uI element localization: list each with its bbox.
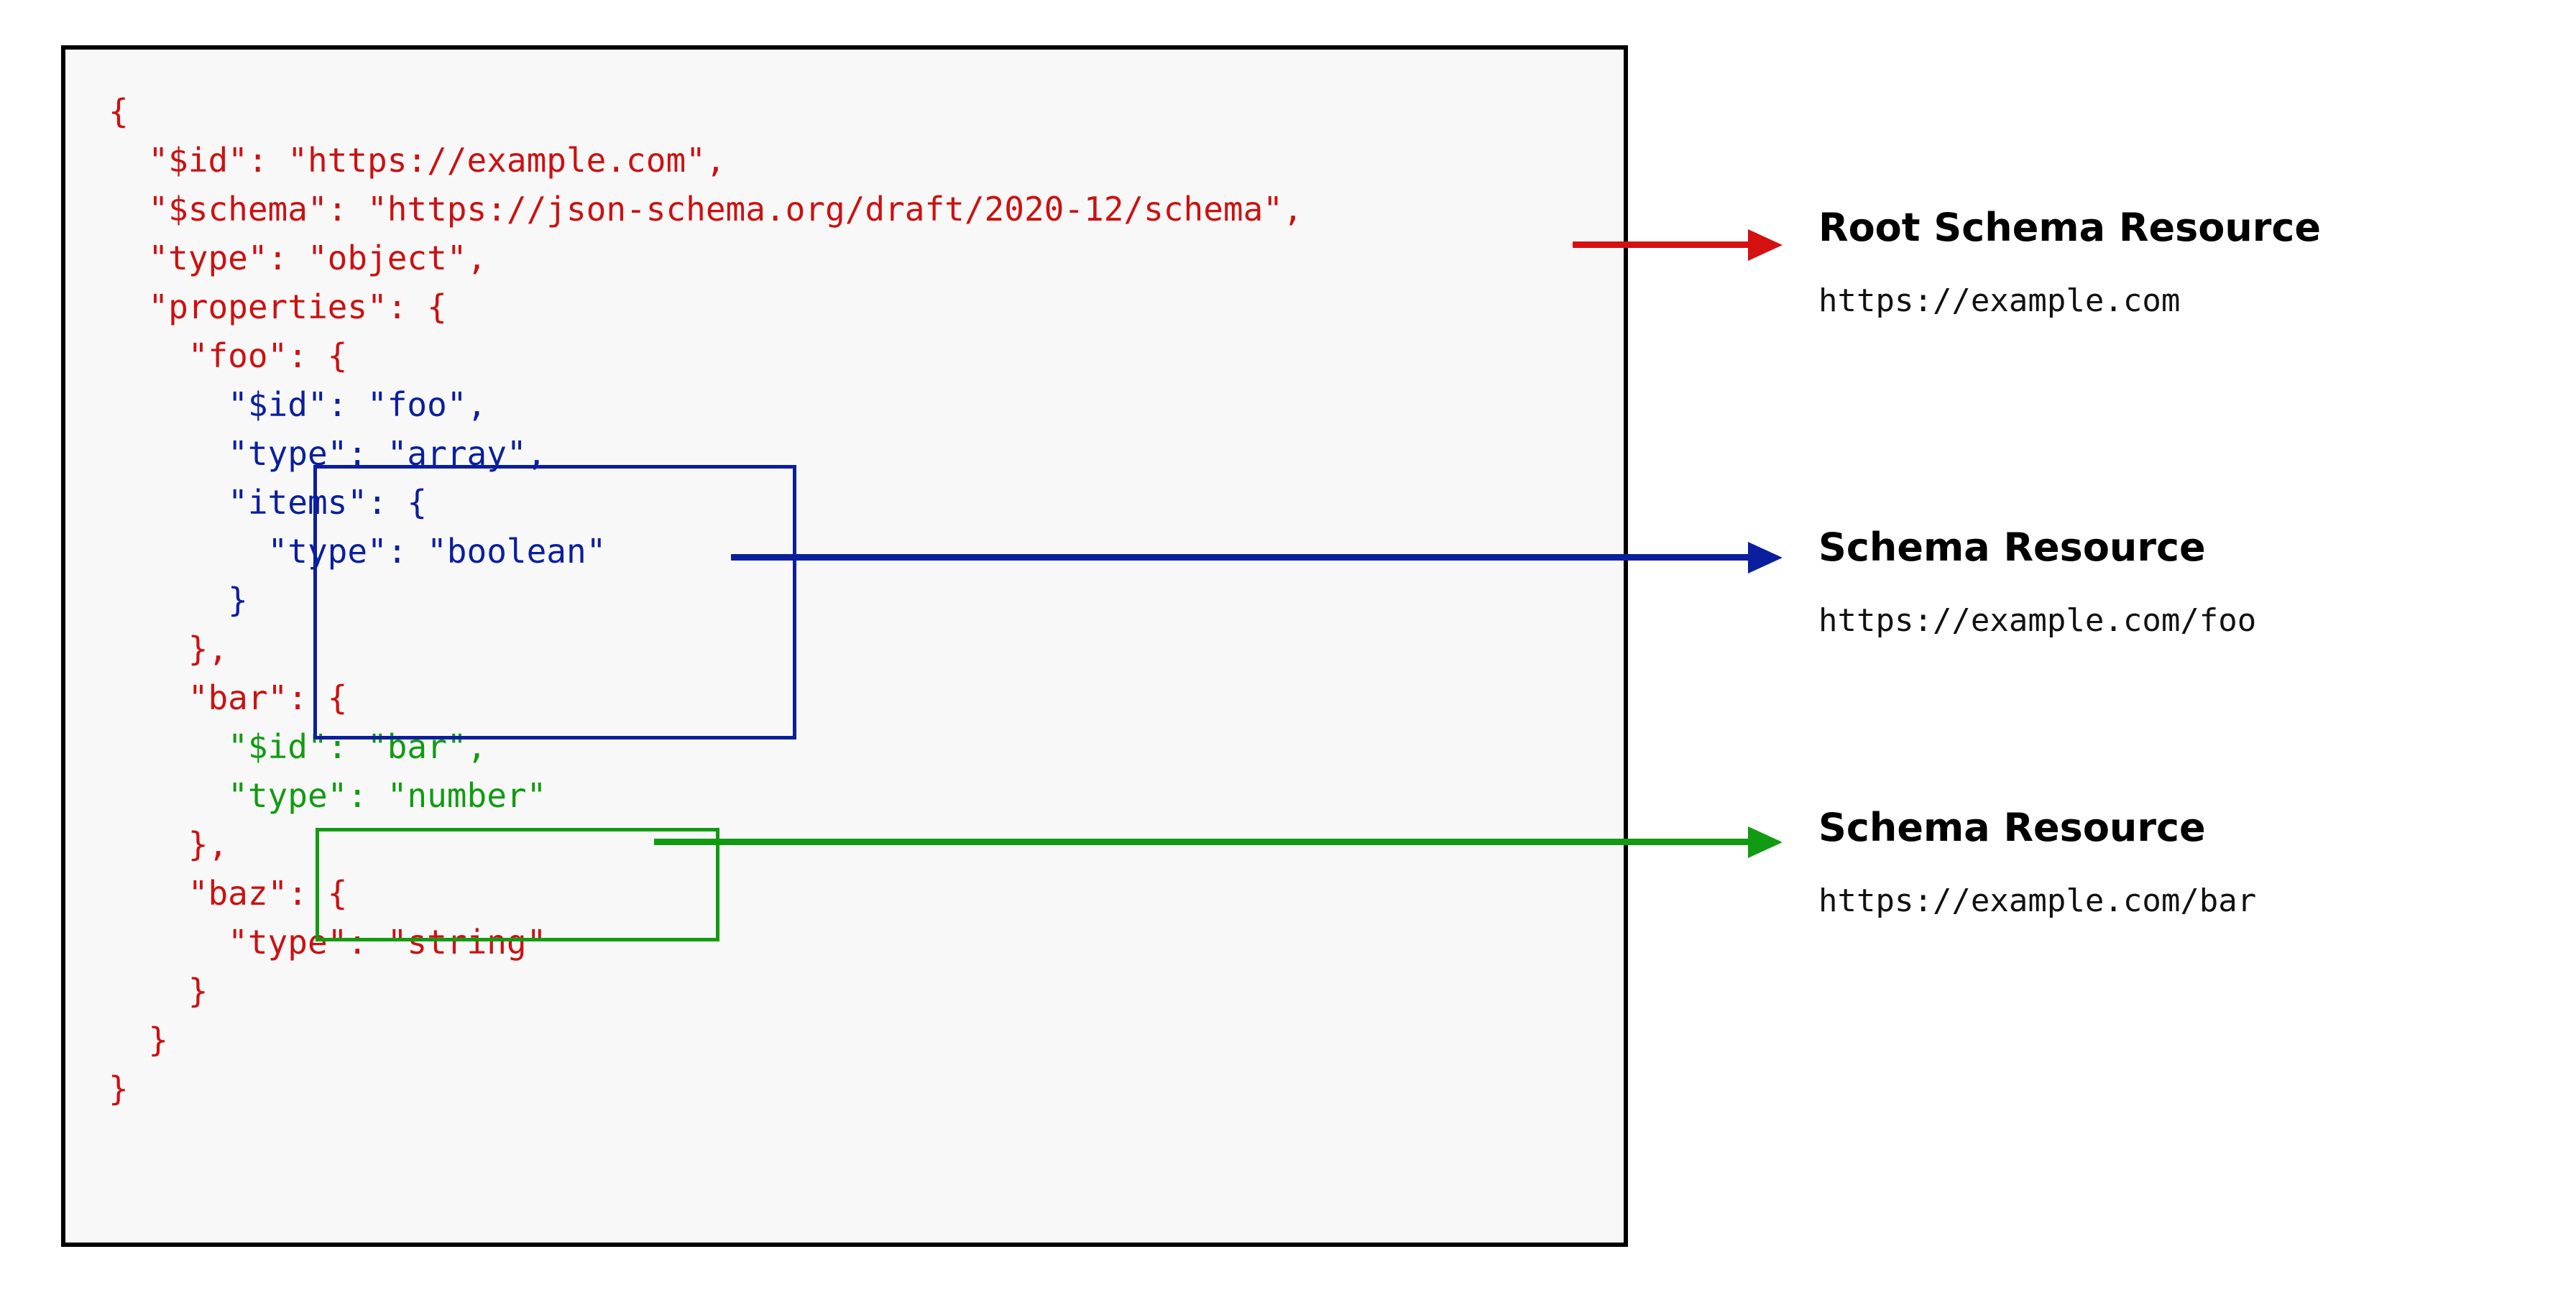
code-span: } — [109, 581, 248, 619]
code-span: "properties": { — [109, 287, 447, 326]
code-line: "type": "string" — [109, 918, 1303, 967]
annotation-foo-schema-resource: Schema Resource https://example.com/foo — [1818, 525, 2256, 640]
code-span: "$id": "bar", — [109, 727, 487, 766]
code-span: "type": "boolean" — [109, 532, 607, 571]
annotation-url: https://example.com — [1818, 282, 2181, 319]
arrow-head-icon — [1748, 826, 1782, 858]
annotation-url: https://example.com/foo — [1818, 602, 2257, 639]
code-span: "$id": "foo", — [109, 385, 487, 424]
code-line: "$id": "foo", — [109, 380, 1303, 429]
code-line: "type": "number" — [109, 771, 1303, 820]
code-span: } — [109, 972, 208, 1010]
foo-schema-resource-box — [313, 465, 796, 739]
annotation-root-schema-resource: Root Schema Resource https://example.com — [1818, 205, 2321, 320]
annotation-url: https://example.com/bar — [1818, 882, 2257, 919]
code-line: "$id": "bar", — [109, 722, 1303, 771]
annotation-bar-schema-resource: Schema Resource https://example.com/bar — [1818, 805, 2256, 920]
code-line: "items": { — [109, 478, 1303, 527]
code-span: "baz": { — [109, 874, 348, 913]
code-line: } — [109, 967, 1303, 1015]
code-span: "$schema": "https://json-schema.org/draf… — [109, 190, 1303, 229]
arrow-shaft — [731, 554, 1752, 561]
json-schema-code: { "$id": "https://example.com", "$schema… — [109, 87, 1303, 1113]
code-span: "type": "object", — [109, 239, 487, 277]
code-line: "properties": { — [109, 282, 1303, 331]
code-line: "type": "boolean" — [109, 527, 1303, 576]
arrow-shaft — [654, 839, 1752, 845]
code-span: { — [109, 92, 129, 131]
arrow-head-icon — [1748, 229, 1782, 261]
code-span: }, — [109, 630, 229, 668]
code-line: } — [109, 1015, 1303, 1064]
code-line: } — [109, 576, 1303, 625]
code-line: "foo": { — [109, 331, 1303, 380]
code-line: { — [109, 87, 1303, 136]
code-span: } — [109, 1069, 129, 1108]
code-span: "foo": { — [109, 336, 348, 375]
annotation-title: Schema Resource — [1818, 525, 2206, 570]
code-line: "bar": { — [109, 673, 1303, 722]
bar-schema-resource-box — [316, 828, 719, 941]
code-span: }, — [109, 825, 229, 864]
annotation-title: Root Schema Resource — [1818, 205, 2322, 250]
code-line: } — [109, 1064, 1303, 1113]
code-span: "bar": { — [109, 678, 348, 717]
code-line: "$id": "https://example.com", — [109, 136, 1303, 185]
code-span: "type": "string" — [109, 923, 547, 962]
code-line: }, — [109, 820, 1303, 869]
code-line: }, — [109, 625, 1303, 673]
code-line: "baz": { — [109, 869, 1303, 918]
code-line: "type": "object", — [109, 234, 1303, 282]
json-schema-code-panel: { "$id": "https://example.com", "$schema… — [61, 45, 1628, 1247]
code-span: } — [109, 1020, 169, 1059]
arrow-shaft — [1573, 241, 1752, 248]
annotation-title: Schema Resource — [1818, 805, 2206, 850]
code-span: "items": { — [109, 483, 428, 522]
code-line: "$schema": "https://json-schema.org/draf… — [109, 185, 1303, 234]
code-span: "$id": "https://example.com", — [109, 141, 726, 180]
arrow-head-icon — [1748, 542, 1782, 573]
code-span: "type": "number" — [109, 776, 547, 815]
